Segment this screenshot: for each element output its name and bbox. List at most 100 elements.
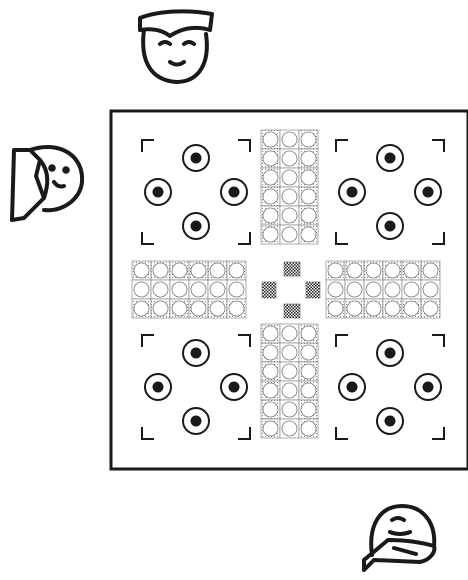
- track-cell[interactable]: [189, 280, 208, 299]
- track-cell[interactable]: [299, 187, 318, 206]
- track-cell[interactable]: [227, 261, 246, 280]
- pawn[interactable]: [385, 221, 396, 232]
- pawn[interactable]: [385, 153, 396, 164]
- track-cell[interactable]: [299, 381, 318, 400]
- track-cell[interactable]: [383, 261, 402, 280]
- pawn[interactable]: [229, 382, 240, 393]
- track-cell[interactable]: [280, 149, 299, 168]
- track-cell[interactable]: [299, 400, 318, 419]
- track-cell[interactable]: [170, 299, 189, 318]
- track-cell[interactable]: [299, 130, 318, 149]
- track-cell[interactable]: [261, 362, 280, 381]
- pawn-slot[interactable]: [415, 179, 441, 205]
- track-cell[interactable]: [345, 261, 364, 280]
- pawn-slot[interactable]: [145, 374, 171, 400]
- pawn-slot[interactable]: [377, 145, 403, 171]
- track-cell[interactable]: [345, 299, 364, 318]
- track-cell[interactable]: [261, 343, 280, 362]
- track-cell[interactable]: [364, 261, 383, 280]
- pawn[interactable]: [423, 382, 434, 393]
- pawn-slot[interactable]: [145, 179, 171, 205]
- pawn[interactable]: [191, 153, 202, 164]
- track-cell[interactable]: [280, 343, 299, 362]
- track-cell[interactable]: [208, 299, 227, 318]
- pawn-slot[interactable]: [183, 408, 209, 434]
- track-cell[interactable]: [170, 261, 189, 280]
- track-cell[interactable]: [299, 168, 318, 187]
- track-cell[interactable]: [280, 400, 299, 419]
- pawn[interactable]: [153, 187, 164, 198]
- pawn[interactable]: [423, 187, 434, 198]
- track-cell[interactable]: [299, 324, 318, 343]
- track-cell[interactable]: [261, 149, 280, 168]
- track-cell[interactable]: [261, 419, 280, 438]
- pawn[interactable]: [191, 221, 202, 232]
- track-cell[interactable]: [151, 280, 170, 299]
- track-cell[interactable]: [227, 299, 246, 318]
- track-cell[interactable]: [132, 261, 151, 280]
- track-cell[interactable]: [280, 225, 299, 244]
- track-cell[interactable]: [280, 187, 299, 206]
- player-top-avatar[interactable]: [140, 11, 212, 82]
- pawn-slot[interactable]: [183, 340, 209, 366]
- track-cell[interactable]: [299, 206, 318, 225]
- track-cell[interactable]: [261, 324, 280, 343]
- track-cell[interactable]: [189, 261, 208, 280]
- track-cell[interactable]: [326, 280, 345, 299]
- pawn-slot[interactable]: [339, 374, 365, 400]
- track-cell[interactable]: [326, 261, 345, 280]
- pawn[interactable]: [347, 187, 358, 198]
- track-cell[interactable]: [402, 280, 421, 299]
- track-cell[interactable]: [383, 299, 402, 318]
- track-cell[interactable]: [208, 280, 227, 299]
- track-cell[interactable]: [299, 419, 318, 438]
- track-cell[interactable]: [170, 280, 189, 299]
- track-cell[interactable]: [261, 168, 280, 187]
- track-cell[interactable]: [280, 206, 299, 225]
- track-cell[interactable]: [280, 381, 299, 400]
- track-cell[interactable]: [280, 130, 299, 149]
- pawn[interactable]: [385, 416, 396, 427]
- pawn[interactable]: [153, 382, 164, 393]
- track-cell[interactable]: [280, 324, 299, 343]
- track-cell[interactable]: [208, 261, 227, 280]
- pawn[interactable]: [385, 348, 396, 359]
- pawn-slot[interactable]: [377, 408, 403, 434]
- pawn-slot[interactable]: [415, 374, 441, 400]
- track-cell[interactable]: [299, 343, 318, 362]
- track-cell[interactable]: [402, 261, 421, 280]
- pawn[interactable]: [229, 187, 240, 198]
- pawn[interactable]: [191, 348, 202, 359]
- pawn-slot[interactable]: [221, 374, 247, 400]
- track-cell[interactable]: [326, 299, 345, 318]
- pawn-slot[interactable]: [339, 179, 365, 205]
- track-cell[interactable]: [383, 280, 402, 299]
- pawn-slot[interactable]: [183, 213, 209, 239]
- track-cell[interactable]: [261, 400, 280, 419]
- pawn-slot[interactable]: [377, 340, 403, 366]
- player-left-avatar[interactable]: [12, 147, 82, 220]
- track-cell[interactable]: [364, 299, 383, 318]
- track-cell[interactable]: [189, 299, 208, 318]
- track-cell[interactable]: [345, 280, 364, 299]
- track-cell[interactable]: [299, 149, 318, 168]
- pawn-slot[interactable]: [377, 213, 403, 239]
- track-cell[interactable]: [151, 261, 170, 280]
- pawn-slot[interactable]: [183, 145, 209, 171]
- track-cell[interactable]: [421, 280, 440, 299]
- track-cell[interactable]: [132, 280, 151, 299]
- track-cell[interactable]: [421, 261, 440, 280]
- track-cell[interactable]: [227, 280, 246, 299]
- track-cell[interactable]: [421, 299, 440, 318]
- track-cell[interactable]: [402, 299, 421, 318]
- track-cell[interactable]: [261, 381, 280, 400]
- pawn[interactable]: [347, 382, 358, 393]
- pawn[interactable]: [191, 416, 202, 427]
- track-cell[interactable]: [364, 280, 383, 299]
- track-cell[interactable]: [280, 362, 299, 381]
- track-cell[interactable]: [280, 168, 299, 187]
- pawn-slot[interactable]: [221, 179, 247, 205]
- track-cell[interactable]: [261, 225, 280, 244]
- track-cell[interactable]: [261, 187, 280, 206]
- track-cell[interactable]: [299, 362, 318, 381]
